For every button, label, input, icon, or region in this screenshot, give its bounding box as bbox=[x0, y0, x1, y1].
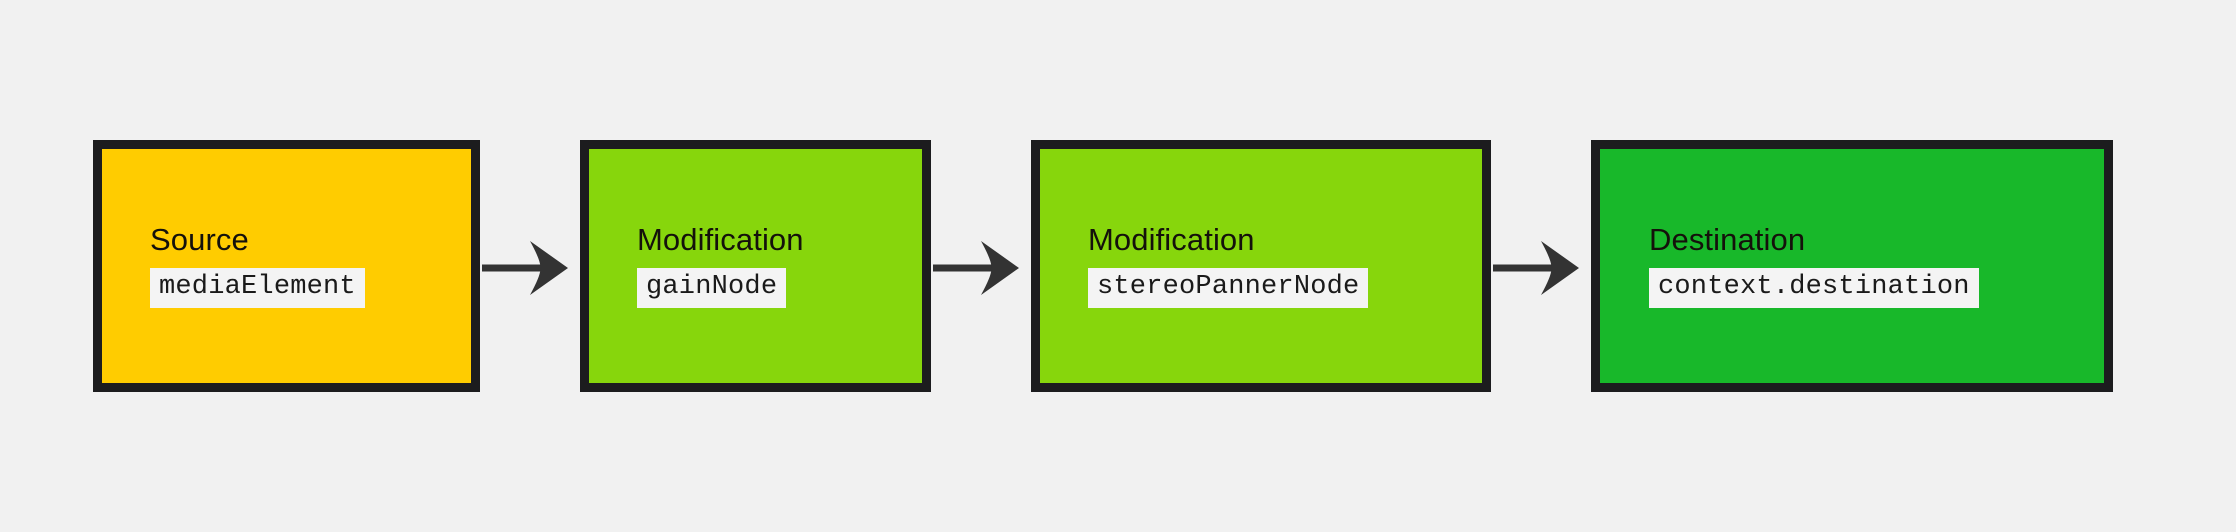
node-panner-content: Modification stereoPannerNode bbox=[1040, 224, 1482, 309]
node-panner-title: Modification bbox=[1088, 221, 1255, 257]
node-gain-title: Modification bbox=[637, 221, 804, 257]
node-source[interactable]: Source mediaElement bbox=[93, 140, 480, 392]
node-gain-code: gainNode bbox=[637, 267, 787, 309]
node-panner-code: stereoPannerNode bbox=[1088, 267, 1369, 309]
node-gain[interactable]: Modification gainNode bbox=[580, 140, 931, 392]
node-destination[interactable]: Destination context.destination bbox=[1591, 140, 2113, 392]
edge-gain-to-panner bbox=[931, 223, 1031, 313]
node-source-content: Source mediaElement bbox=[102, 224, 471, 309]
node-source-title: Source bbox=[150, 221, 249, 257]
edge-source-to-gain bbox=[480, 223, 580, 313]
node-destination-code: context.destination bbox=[1649, 267, 1979, 309]
arrow-right-icon bbox=[933, 240, 1019, 295]
edge-panner-to-destination bbox=[1491, 223, 1591, 313]
arrow-right-icon bbox=[482, 240, 568, 295]
node-source-code: mediaElement bbox=[150, 267, 365, 309]
node-panner[interactable]: Modification stereoPannerNode bbox=[1031, 140, 1491, 392]
node-destination-content: Destination context.destination bbox=[1600, 224, 2104, 309]
node-destination-title: Destination bbox=[1649, 221, 1806, 257]
arrow-right-icon bbox=[1493, 240, 1579, 295]
node-gain-content: Modification gainNode bbox=[589, 224, 922, 309]
